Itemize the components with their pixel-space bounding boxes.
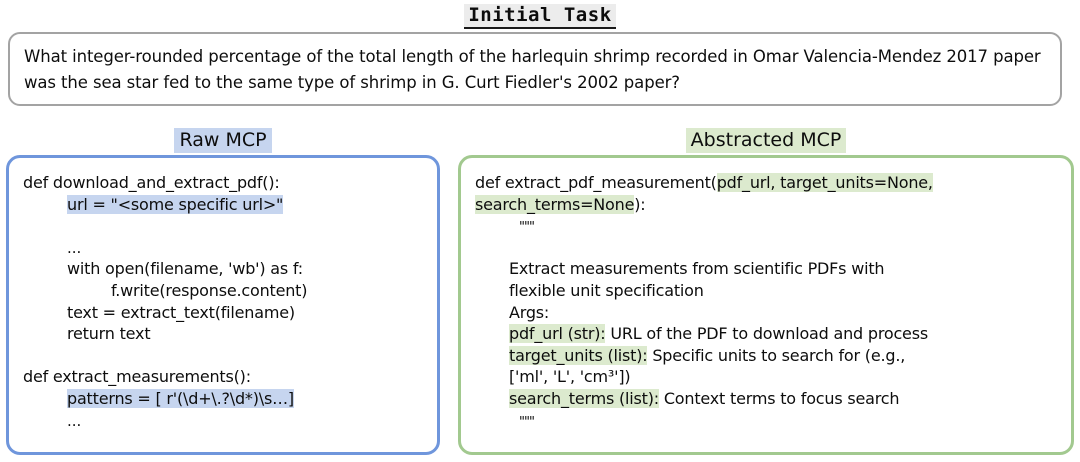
code-line: url = "<some specific url>" (23, 194, 425, 216)
code-token: text = extract_text(filename) (67, 302, 295, 322)
raw-mcp-label: Raw MCP (174, 128, 272, 153)
code-line: """ (475, 410, 1059, 432)
code-token: ): (634, 194, 646, 214)
code-line: text = extract_text(filename) (23, 302, 425, 324)
highlighted-arg-name: target_units (list): (509, 345, 648, 365)
task-heading-container: Initial Task (0, 4, 1080, 29)
code-line (23, 215, 425, 237)
highlighted-code-token: search_terms=None (475, 194, 635, 214)
function-name-token: def extract_pdf_measurement( (475, 173, 717, 192)
raw-mcp-code-panel: def download_and_extract_pdf():url = "<s… (6, 155, 440, 455)
code-line: pdf_url (str): URL of the PDF to downloa… (475, 323, 1059, 345)
code-line: ['ml', 'L', 'cm³']) (475, 366, 1059, 388)
arg-description: Context terms to focus search (658, 388, 900, 408)
code-line: search_terms=None): (475, 194, 1059, 216)
initial-task-box: What integer-rounded percentage of the t… (8, 32, 1062, 106)
abstracted-mcp-label: Abstracted MCP (685, 128, 847, 153)
raw-mcp-heading-container: Raw MCP (0, 128, 446, 153)
highlighted-arg-name: search_terms (list): (509, 388, 659, 408)
code-token: def extract_measurements(): (23, 367, 251, 387)
code-line: search_terms (list): Context terms to fo… (475, 388, 1059, 410)
arg-description: URL of the PDF to download and process (605, 324, 928, 344)
code-token: return text (67, 324, 151, 344)
code-line: return text (23, 323, 425, 345)
highlighted-code-token: pdf_url, target_units=None, (716, 173, 933, 192)
code-ellipsis: ... (67, 238, 82, 257)
docstring-marker: """ (519, 220, 535, 236)
highlighted-code-token: url = "<some specific url>" (67, 194, 284, 214)
task-question-text: What integer-rounded percentage of the t… (24, 47, 1041, 92)
code-line: Args: (475, 302, 1059, 324)
docstring-text: Extract measurements from scientific PDF… (509, 259, 885, 279)
abstracted-mcp-code-body: def extract_pdf_measurement(pdf_url, tar… (461, 158, 1071, 431)
code-ellipsis: ... (67, 411, 82, 430)
arg-description: ['ml', 'L', 'cm³']) (509, 367, 631, 387)
arg-description: Specific units to search for (e.g., (647, 345, 906, 365)
code-line: def extract_measurements(): (23, 366, 425, 388)
docstring-text: flexible unit specification (509, 280, 704, 300)
code-token: with open(filename, 'wb') as f: (67, 259, 303, 279)
code-token: f.write(response.content) (111, 280, 308, 300)
code-line: f.write(response.content) (23, 280, 425, 302)
abstracted-mcp-heading-container: Abstracted MCP (452, 128, 1080, 153)
code-line: patterns = [ r'(\d+\.?\d*)\s…] (23, 388, 425, 410)
abstracted-mcp-code-panel: def extract_pdf_measurement(pdf_url, tar… (458, 155, 1074, 455)
code-line: ... (23, 410, 425, 432)
code-line: Extract measurements from scientific PDF… (475, 258, 1059, 280)
code-line: def download_and_extract_pdf(): (23, 172, 425, 194)
code-line: with open(filename, 'wb') as f: (23, 258, 425, 280)
docstring-text: Args: (509, 302, 550, 322)
code-line: ... (23, 237, 425, 259)
code-line (23, 345, 425, 367)
code-line: target_units (list): Specific units to s… (475, 345, 1059, 367)
raw-mcp-code-body: def download_and_extract_pdf():url = "<s… (9, 158, 437, 431)
code-line (475, 237, 1059, 259)
highlighted-arg-name: pdf_url (str): (509, 324, 606, 344)
page-title: Initial Task (464, 4, 616, 29)
docstring-marker: """ (519, 414, 535, 430)
highlighted-code-token: patterns = [ r'(\d+\.?\d*)\s…] (67, 388, 294, 408)
code-line: flexible unit specification (475, 280, 1059, 302)
code-line: """ (475, 215, 1059, 237)
code-token: def download_and_extract_pdf(): (23, 173, 280, 192)
code-line: def extract_pdf_measurement(pdf_url, tar… (475, 172, 1059, 194)
